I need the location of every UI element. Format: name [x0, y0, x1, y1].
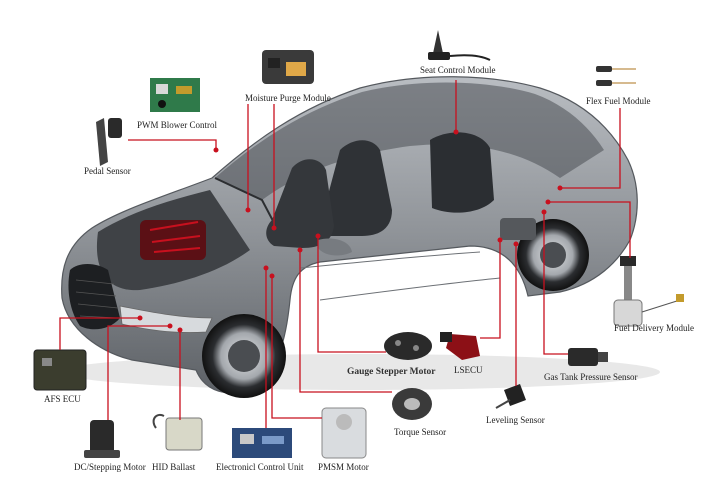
- label-pmsm-motor: PMSM Motor: [318, 462, 369, 472]
- door-lines: [299, 251, 501, 301]
- electronic-control-unit-part: [232, 428, 292, 458]
- side-mirror: [318, 238, 352, 256]
- label-seat-control-module: Seat Control Module: [420, 65, 496, 75]
- flex-fuel-leader: [560, 108, 621, 189]
- label-pedal-sensor: Pedal Sensor: [84, 166, 131, 176]
- callout-lines: [59, 80, 631, 428]
- fuel-delivery-module-part: [613, 256, 684, 327]
- gas-tank-pressure-sensor-part: [568, 348, 608, 366]
- gauge-stepper-leader: [317, 236, 386, 353]
- gauge-stepper-motor-part: [384, 332, 432, 360]
- pwm-blower-control-part: [150, 78, 200, 112]
- rear-wheel-hub: [540, 242, 566, 268]
- label-pwm-blower-control: PWM Blower Control: [137, 120, 217, 130]
- lsecu-leader: [480, 240, 501, 339]
- label-fuel-delivery-module: Fuel Delivery Module: [614, 323, 694, 333]
- front-wheel-hub: [228, 340, 260, 372]
- front-seat: [319, 140, 392, 236]
- label-hid-ballast: HID Ballast: [152, 462, 196, 472]
- seat-control-module-part: [428, 30, 491, 61]
- label-leveling-sensor: Leveling Sensor: [486, 415, 545, 425]
- afs-ecu-part: [33, 349, 87, 391]
- label-flex-fuel-module: Flex Fuel Module: [586, 96, 651, 106]
- label-moisture-purge-module: Moisture Purge Module: [245, 93, 331, 103]
- fuel-delivery-leader: [548, 201, 631, 258]
- pedal-sensor-part: [96, 118, 122, 166]
- flex-fuel-module-part: [596, 66, 636, 86]
- label-gauge-stepper-motor: Gauge Stepper Motor: [347, 367, 436, 377]
- pmsm-leader: [271, 276, 322, 419]
- pedal-sensor-leader: [128, 139, 217, 150]
- engine-cover-stripes: [149, 221, 201, 253]
- afs-ecu-leader: [59, 317, 140, 350]
- label-gas-tank-pressure-sensor: Gas Tank Pressure Sensor: [544, 372, 638, 382]
- car-illustration: [60, 76, 660, 398]
- leveling-sensor-part: [495, 384, 526, 409]
- gas-tank-leader: [543, 212, 568, 355]
- driver-seat: [266, 159, 334, 248]
- torque-sensor-part: [392, 388, 432, 420]
- label-torque-sensor: Torque Sensor: [394, 427, 447, 437]
- label-afs-ecu: AFS ECU: [44, 394, 81, 404]
- rear-seat: [430, 132, 494, 213]
- label-dc-stepping-motor: DC/Stepping Motor: [74, 462, 146, 472]
- lsecu-part: [440, 332, 480, 360]
- moisture-purge-module-part: [262, 50, 314, 84]
- label-electronic-control-unit: Electronicl Control Unit: [216, 462, 304, 472]
- fuel-tank: [500, 218, 536, 240]
- hid-ballast-part: [152, 414, 203, 451]
- torque-sensor-leader: [299, 250, 392, 393]
- grille-mesh: [75, 279, 119, 319]
- dc-stepping-leader: [107, 325, 170, 420]
- label-lsecu: LSECU: [454, 365, 483, 375]
- callout-dots: [137, 129, 563, 333]
- pmsm-motor-part: [321, 407, 367, 459]
- components: [33, 30, 684, 459]
- dc-stepping-motor-part: [84, 420, 120, 458]
